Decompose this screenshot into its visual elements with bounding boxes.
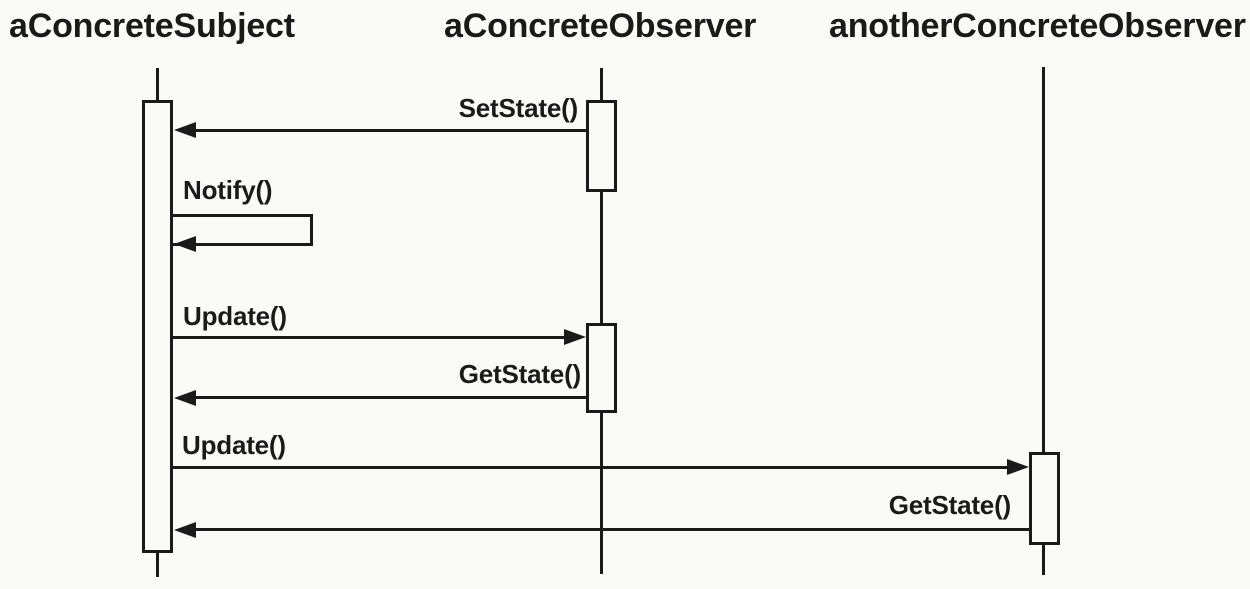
message-getstate-another-observer-label: GetState() (888, 490, 1011, 520)
message-update-another-observer-line (173, 466, 1009, 469)
lifeline-subject-upper (156, 68, 159, 100)
lifeline-observer-upper (600, 68, 603, 100)
arrowhead-left-icon (174, 522, 196, 538)
arrowhead-right-icon (564, 329, 586, 345)
lifeline-observer-lower (600, 413, 603, 574)
arrowhead-left-icon (174, 236, 196, 252)
message-notify-label: Notify() (183, 175, 273, 205)
message-getstate-observer-line (193, 396, 586, 399)
message-update-observer-line (173, 336, 566, 339)
message-notify-self-loop (173, 214, 313, 246)
message-update-another-observer-label: Update() (182, 430, 286, 460)
lifeline-observer-middle (600, 192, 603, 323)
lifeline-title-another-observer: anotherConcreteObserver (829, 7, 1246, 45)
message-getstate-observer-label: GetState() (458, 359, 581, 389)
message-update-observer-label: Update() (183, 301, 287, 331)
activation-another-observer (1029, 452, 1060, 545)
arrowhead-right-icon (1007, 459, 1029, 475)
arrowhead-left-icon (174, 390, 196, 406)
message-getstate-another-observer-line (193, 528, 1029, 531)
lifeline-subject-lower (156, 553, 159, 577)
lifeline-another-observer-lower (1042, 545, 1045, 575)
arrowhead-left-icon (174, 122, 196, 138)
lifeline-another-observer-upper (1042, 67, 1045, 452)
message-setstate-label: SetState() (458, 93, 579, 123)
message-setstate-line (193, 129, 586, 132)
activation-subject (142, 100, 173, 553)
lifeline-title-observer: aConcreteObserver (444, 7, 757, 45)
activation-observer-update (586, 323, 617, 413)
lifeline-title-subject: aConcreteSubject (9, 7, 295, 45)
activation-observer-setstate (586, 100, 617, 192)
